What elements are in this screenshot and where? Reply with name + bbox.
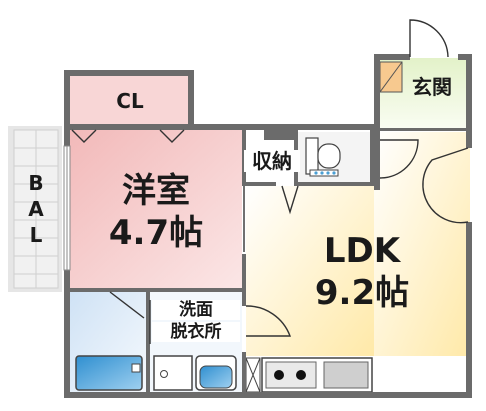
youshitsu-size: 4.7帖 [108,213,204,253]
balcony-label-l: L [29,223,43,247]
washing-machine-pan [153,355,193,391]
balcony [8,126,62,292]
senmen-label-line2: 脱衣所 [152,322,240,342]
genkan-label: 玄関 [412,75,452,99]
bathtub [75,355,143,391]
door-swings [71,19,469,344]
ldk-floor-left [246,186,374,356]
balcony-label-b: B [28,171,44,195]
balcony-label-a: A [28,197,44,221]
ldk-size: 9.2帖 [314,273,410,313]
toilet [305,137,341,177]
closet-label: CL [116,89,144,113]
ldk-name: LDK [323,231,401,271]
youshitsu-name: 洋室 [122,171,190,211]
ldk-floor-right [374,132,470,356]
shuno-label: 収納 [244,150,300,172]
kitchen-sink [323,361,369,389]
youshitsu-floor [70,128,242,288]
senmen-label-line1: 洗面 [152,300,240,320]
closet-floor [70,76,188,124]
stove [265,361,317,389]
